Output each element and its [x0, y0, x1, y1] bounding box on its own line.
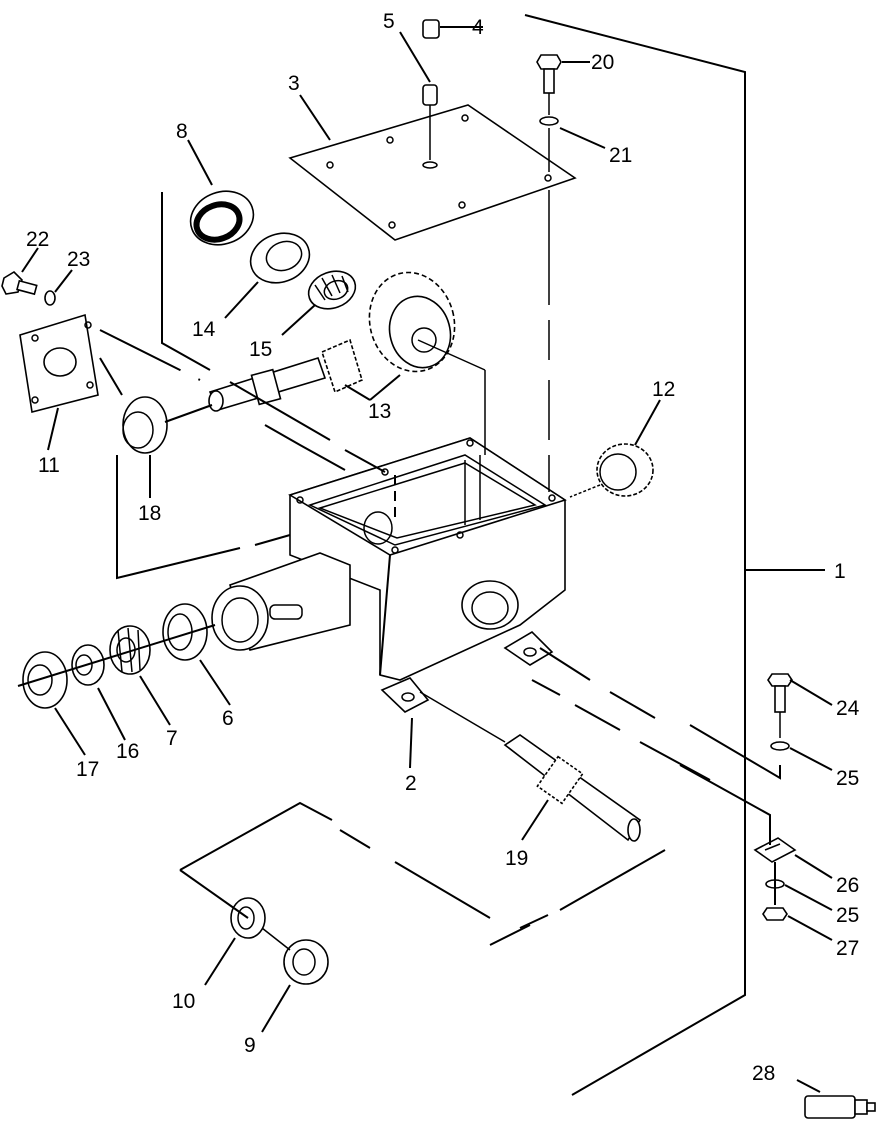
pinion-shaft — [208, 338, 363, 412]
callout-9: 9 — [244, 1034, 256, 1057]
bevel-gear-large — [368, 271, 486, 455]
callout-11: 11 — [38, 454, 60, 477]
assembly-bracket — [524, 14, 825, 1096]
cover-bolt — [536, 54, 562, 492]
callout-19: 19 — [505, 847, 528, 870]
assembly-guide-lines — [99, 192, 781, 946]
output-bearings — [17, 603, 216, 709]
side-seal — [569, 443, 654, 498]
plug-and-breather — [422, 19, 440, 160]
callout-14: 14 — [192, 318, 216, 341]
callout-15: 15 — [249, 338, 272, 361]
callout-25-bottom: 25 — [836, 904, 859, 927]
mounting-hardware — [753, 673, 797, 921]
bearing-cup — [249, 232, 311, 284]
callout-20: 20 — [591, 51, 614, 74]
end-cap — [19, 313, 99, 413]
callout-8: 8 — [176, 120, 188, 143]
callout-17: 17 — [76, 758, 99, 781]
callout-25-top: 25 — [836, 767, 859, 790]
oil-seal-large — [189, 190, 255, 246]
callouts: 1 2 3 4 5 6 7 8 9 10 11 12 13 14 15 16 1… — [26, 10, 860, 1085]
callout-24: 24 — [836, 697, 860, 720]
callout-21: 21 — [609, 144, 632, 167]
cap-bolt — [1, 270, 56, 306]
leader-lines — [21, 26, 833, 1093]
callout-12: 12 — [652, 378, 675, 401]
callout-22: 22 — [26, 228, 49, 251]
callout-1: 1 — [834, 560, 846, 583]
callout-4: 4 — [472, 16, 484, 39]
callout-16: 16 — [116, 740, 139, 763]
callout-6: 6 — [222, 707, 234, 730]
sealant-tube — [804, 1095, 876, 1119]
callout-28: 28 — [752, 1062, 775, 1085]
shim-washers — [230, 897, 329, 985]
shaft-seal — [122, 396, 213, 454]
callout-18: 18 — [138, 502, 161, 525]
bearing-cone — [307, 270, 357, 310]
callout-10: 10 — [172, 990, 195, 1013]
output-shaft — [419, 691, 642, 842]
callout-5: 5 — [383, 10, 395, 33]
gearbox-housing — [211, 437, 567, 713]
callout-27: 27 — [836, 937, 859, 960]
callout-23: 23 — [67, 248, 90, 271]
callout-3: 3 — [288, 72, 300, 95]
callout-2: 2 — [405, 772, 417, 795]
cover-plate — [288, 104, 577, 241]
callout-13: 13 — [368, 400, 391, 423]
callout-26: 26 — [836, 874, 859, 897]
callout-7: 7 — [166, 727, 178, 750]
